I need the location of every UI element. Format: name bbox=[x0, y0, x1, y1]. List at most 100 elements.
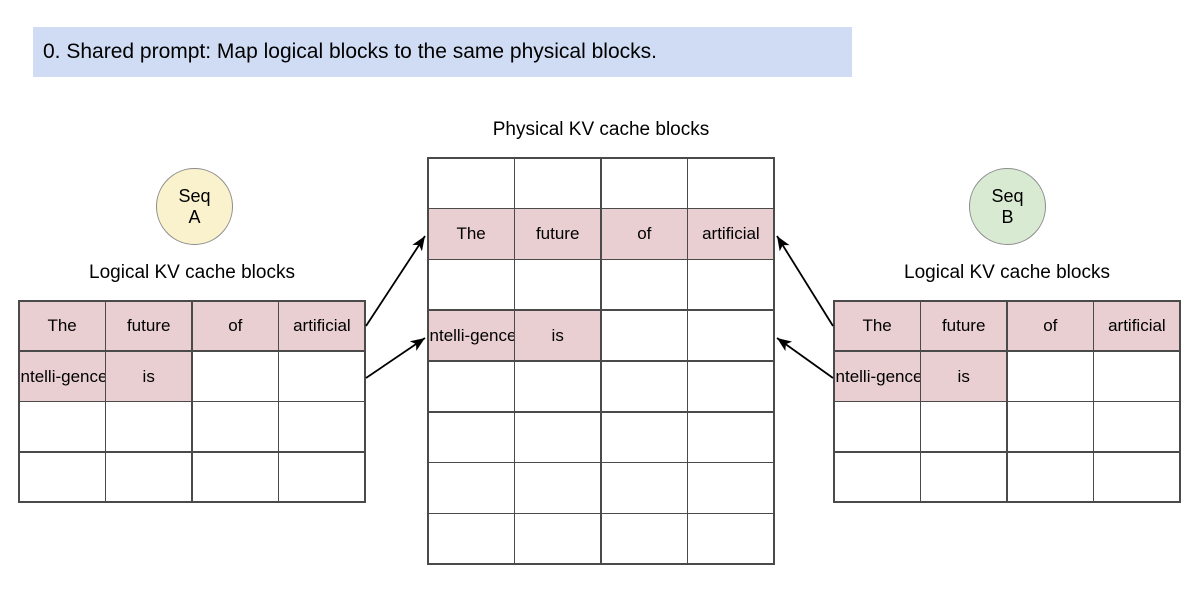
physical-cell-r1-c4 bbox=[688, 158, 774, 208]
seq-b-logical-cell-r3-c3 bbox=[1007, 402, 1093, 452]
token-text: is bbox=[957, 366, 970, 386]
physical-cell-r3-c3 bbox=[601, 260, 687, 310]
physical-cell-r4-c1: intelli-gence bbox=[428, 310, 514, 361]
physical-cell-r2-c2: future bbox=[515, 209, 601, 259]
token-text: The bbox=[862, 316, 892, 336]
seq-a-logical-cell-r4-c1 bbox=[19, 452, 105, 502]
token-text: The bbox=[47, 316, 77, 336]
slide-title-banner: 0. Shared prompt: Map logical blocks to … bbox=[33, 27, 852, 77]
seq-b-logical-cell-r1-c1: The bbox=[834, 301, 920, 351]
token-text: gence bbox=[61, 366, 105, 386]
physical-caption: Physical KV cache blocks bbox=[492, 119, 710, 140]
physical-cell-r5-c1 bbox=[428, 361, 514, 411]
physical-cell-r3-c2 bbox=[515, 260, 601, 310]
seq-a-logical-cell-r3-c3 bbox=[192, 402, 278, 452]
seq-b-logical-cell-r1-c3: of bbox=[1007, 301, 1093, 351]
seq-a-logical-cell-r4-c3 bbox=[192, 452, 278, 502]
seq-a-logical-grid: The future of artificial intelli-gence is bbox=[18, 300, 366, 503]
token-text: is bbox=[142, 366, 155, 386]
seq-a-logical-cell-r2-c2: is bbox=[106, 351, 192, 401]
token-text: of bbox=[228, 316, 243, 336]
physical-cell-r5-c2 bbox=[515, 361, 601, 411]
seq-b-logical-cell-r2-c2: is bbox=[921, 351, 1007, 401]
physical-cell-r3-c4 bbox=[688, 260, 774, 310]
physical-cell-r4-c2: is bbox=[515, 310, 601, 361]
physical-cell-r1-c3 bbox=[601, 158, 687, 208]
slide-title-text: 0. Shared prompt: Map logical blocks to … bbox=[43, 40, 657, 64]
physical-cell-r5-c4 bbox=[688, 361, 774, 411]
seq-a-logical-cell-r4-c4 bbox=[279, 452, 365, 502]
physical-cell-r7-c3 bbox=[601, 463, 687, 513]
seq-b-logical-cell-r2-c4 bbox=[1094, 351, 1180, 401]
seq-b-logical-cell-r4-c4 bbox=[1094, 452, 1180, 502]
arrow-seq-a-row2-to-physical-row4 bbox=[365, 337, 426, 379]
physical-grid: The future of artificial intelli-gence is bbox=[427, 157, 775, 565]
token-text: intelli- bbox=[834, 366, 877, 386]
physical-cell-r6-c3 bbox=[601, 412, 687, 462]
physical-cell-r3-c1 bbox=[428, 260, 514, 310]
seq-a-label-line2: A bbox=[188, 206, 201, 227]
seq-a-logical-cell-r4-c2 bbox=[106, 452, 192, 502]
seq-b-logical-grid: The future of artificial intelli-gence is bbox=[833, 300, 1181, 503]
physical-cell-r2-c1: The bbox=[428, 209, 514, 259]
seq-b-caption: Logical KV cache blocks bbox=[904, 262, 1110, 283]
token-text: of bbox=[1043, 316, 1058, 336]
token-text: artificial bbox=[1108, 316, 1166, 336]
seq-b-logical-cell-r4-c1 bbox=[834, 452, 920, 502]
physical-cell-r7-c2 bbox=[515, 463, 601, 513]
token-text: future bbox=[941, 316, 986, 336]
physical-cell-r5-c3 bbox=[601, 361, 687, 411]
seq-a-logical-cell-r1-c4: artificial bbox=[279, 301, 365, 351]
physical-cell-r6-c1 bbox=[428, 412, 514, 462]
token-text: intelli- bbox=[428, 325, 471, 345]
seq-b-logical-cell-r4-c2 bbox=[921, 452, 1007, 502]
physical-cell-r6-c2 bbox=[515, 412, 601, 462]
token-text: gence bbox=[470, 325, 514, 345]
physical-cell-r8-c4 bbox=[688, 514, 774, 564]
physical-cell-r7-c1 bbox=[428, 463, 514, 513]
physical-cell-r8-c2 bbox=[515, 514, 601, 564]
token-text: artificial bbox=[702, 224, 760, 244]
seq-a-logical-cell-r1-c3: of bbox=[192, 301, 278, 351]
physical-cell-r2-c4: artificial bbox=[688, 209, 774, 259]
arrow-seq-b-row2-to-physical-row4 bbox=[776, 337, 834, 379]
physical-cell-r7-c4 bbox=[688, 463, 774, 513]
token-text: future bbox=[126, 316, 171, 336]
seq-a-logical-cell-r1-c2: future bbox=[106, 301, 192, 351]
token-text: is bbox=[551, 325, 564, 345]
token-text: artificial bbox=[293, 316, 351, 336]
physical-cell-r1-c2 bbox=[515, 158, 601, 208]
seq-a-logical-cell-r2-c3 bbox=[192, 351, 278, 401]
seq-b-logical-cell-r3-c1 bbox=[834, 402, 920, 452]
token-text: of bbox=[637, 224, 652, 244]
seq-b-logical-cell-r1-c2: future bbox=[921, 301, 1007, 351]
seq-a-logical-cell-r3-c2 bbox=[106, 402, 192, 452]
seq-a-logical-cell-r3-c1 bbox=[19, 402, 105, 452]
physical-cell-r1-c1 bbox=[428, 158, 514, 208]
seq-b-logical-cell-r2-c3 bbox=[1007, 351, 1093, 401]
seq-a-badge: Seq A bbox=[156, 168, 233, 245]
seq-b-logical-cell-r3-c2 bbox=[921, 402, 1007, 452]
physical-cell-r4-c4 bbox=[688, 310, 774, 361]
seq-a-label-line1: Seq bbox=[178, 185, 211, 206]
physical-cell-r6-c4 bbox=[688, 412, 774, 462]
seq-a-caption: Logical KV cache blocks bbox=[89, 262, 295, 283]
seq-b-logical-cell-r2-c1: intelli-gence bbox=[834, 351, 920, 401]
seq-b-logical-cell-r4-c3 bbox=[1007, 452, 1093, 502]
seq-a-logical-cell-r3-c4 bbox=[279, 402, 365, 452]
arrow-seq-b-row1-to-physical-row2 bbox=[776, 235, 834, 327]
physical-cell-r4-c3 bbox=[601, 310, 687, 361]
seq-a-logical-cell-r2-c1: intelli-gence bbox=[19, 351, 105, 401]
arrow-seq-a-row1-to-physical-row2 bbox=[365, 235, 426, 327]
seq-b-logical-cell-r1-c4: artificial bbox=[1094, 301, 1180, 351]
seq-b-logical-cell-r3-c4 bbox=[1094, 402, 1180, 452]
physical-cell-r8-c1 bbox=[428, 514, 514, 564]
token-text: gence bbox=[876, 366, 920, 386]
physical-cell-r8-c3 bbox=[601, 514, 687, 564]
seq-b-label-line1: Seq bbox=[991, 185, 1024, 206]
token-text: future bbox=[535, 224, 580, 244]
seq-a-logical-cell-r1-c1: The bbox=[19, 301, 105, 351]
token-text: intelli- bbox=[19, 366, 62, 386]
seq-b-label-line2: B bbox=[1001, 206, 1014, 227]
seq-b-badge: Seq B bbox=[969, 168, 1046, 245]
